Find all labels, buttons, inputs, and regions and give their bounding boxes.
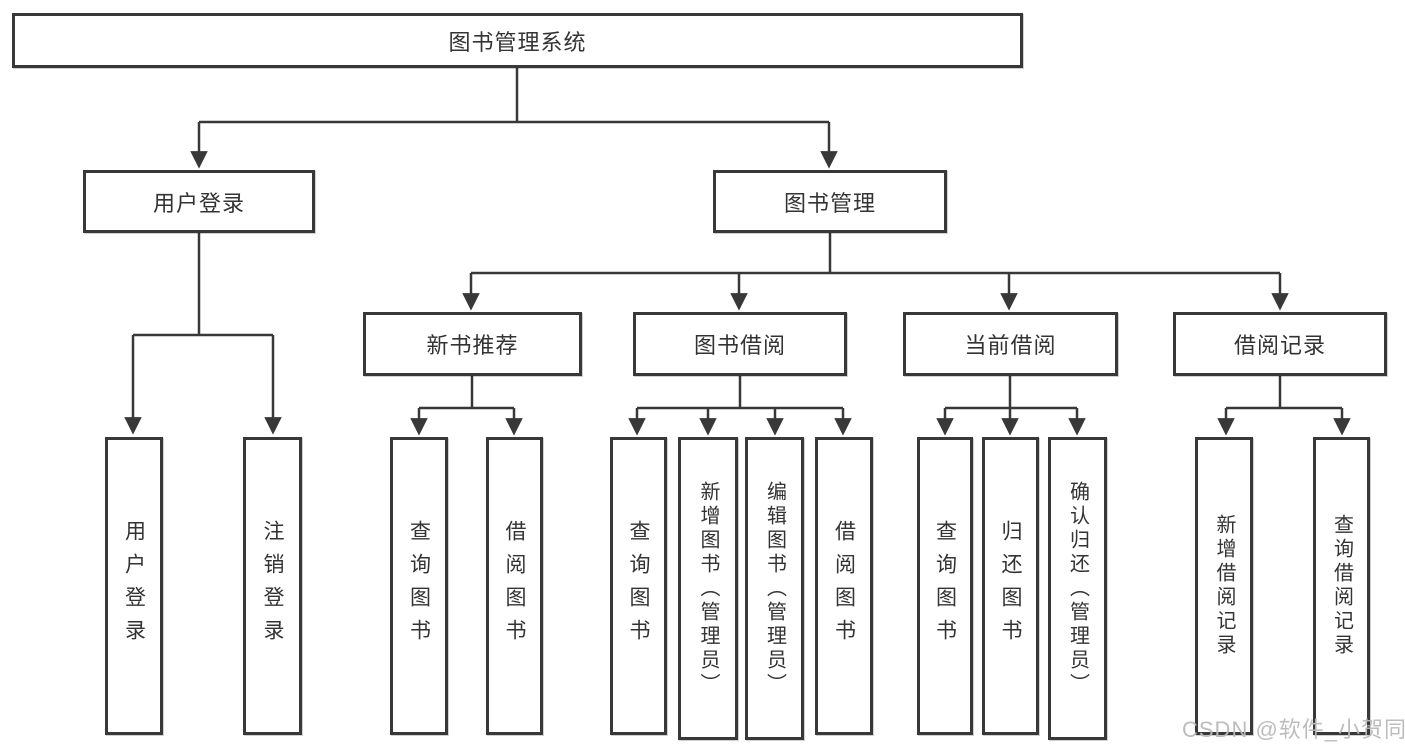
node-label: 查询图书 xyxy=(627,520,650,652)
node-label: 借阅记录 xyxy=(1233,333,1326,358)
node-label: 查询借阅记录 xyxy=(1330,514,1353,658)
leaf-logout: 注销登录 xyxy=(243,437,302,735)
node-label: 当前借阅 xyxy=(964,333,1057,358)
node-label: 借阅图书 xyxy=(832,520,856,652)
leaf-edit-book-admin: 编辑图书（管理员） xyxy=(745,437,804,740)
node-label: 图书借阅 xyxy=(693,333,786,358)
node-label: 新书推荐 xyxy=(426,333,519,358)
node-label: 用户登录 xyxy=(152,190,245,216)
node-book-borrow: 图书借阅 xyxy=(633,312,847,376)
node-label: 确认归还（管理员） xyxy=(1066,480,1089,697)
node-user-login: 用户登录 xyxy=(83,170,315,233)
node-label: 注销登录 xyxy=(261,520,284,652)
node-label: 编辑图书（管理员） xyxy=(763,480,786,697)
node-new-book-recommend: 新书推荐 xyxy=(363,312,582,376)
node-label: 归还图书 xyxy=(999,520,1022,652)
leaf-query-borrow-record: 查询借阅记录 xyxy=(1313,437,1370,735)
node-label: 新增借阅记录 xyxy=(1213,514,1235,658)
node-label: 查询图书 xyxy=(407,520,431,652)
node-label: 图书管理系统 xyxy=(448,29,587,55)
leaf-add-book-admin: 新增图书（管理员） xyxy=(678,437,738,740)
node-library-management-system: 图书管理系统 xyxy=(12,13,1023,68)
node-label: 借阅图书 xyxy=(503,520,526,652)
leaf-return-book: 归还图书 xyxy=(982,437,1039,735)
node-label: 查询图书 xyxy=(933,520,957,652)
leaf-user-login: 用户登录 xyxy=(105,437,163,735)
node-label: 用户登录 xyxy=(122,520,146,652)
leaf-borrow-books-2: 借阅图书 xyxy=(815,437,873,735)
leaf-query-books-2: 查询图书 xyxy=(610,437,667,735)
node-label: 新增图书（管理员） xyxy=(697,480,719,697)
node-label: 图书管理 xyxy=(783,190,876,216)
leaf-query-books-3: 查询图书 xyxy=(917,437,973,735)
node-current-borrow: 当前借阅 xyxy=(903,312,1118,376)
leaf-borrow-books-1: 借阅图书 xyxy=(486,437,543,735)
leaf-add-borrow-record: 新增借阅记录 xyxy=(1195,437,1253,735)
leaf-confirm-return-admin: 确认归还（管理员） xyxy=(1048,437,1107,740)
node-book-management: 图书管理 xyxy=(713,170,947,233)
watermark-text: CSDN @软件_小贺同学 xyxy=(1182,717,1405,742)
leaf-query-books-1: 查询图书 xyxy=(390,437,448,735)
node-borrow-records: 借阅记录 xyxy=(1173,312,1387,376)
